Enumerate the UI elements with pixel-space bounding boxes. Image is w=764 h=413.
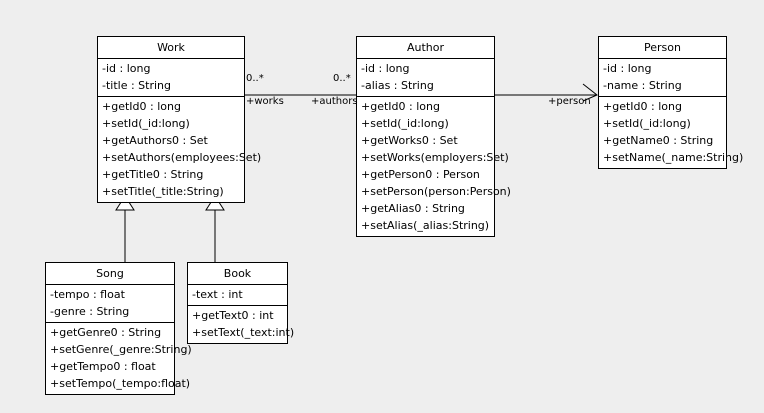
multiplicity-label-author-side: 0..*: [333, 73, 351, 84]
operation-row: +setWorks(employers:Set): [361, 151, 509, 164]
operation-row: +getWorks0 : Set: [361, 134, 458, 147]
operation-row: +getAlias0 : String: [361, 202, 465, 215]
operation-row: +getName0 : String: [603, 134, 714, 147]
class-name-song: Song: [46, 263, 174, 285]
class-box-song[interactable]: Song -tempo : float -genre : String +get…: [45, 262, 192, 395]
operation-row: +getTempo0 : float: [50, 360, 156, 373]
attributes-compartment-author: -id : long -alias : String: [357, 59, 494, 97]
operation-row: +getAuthors0 : Set: [102, 134, 208, 147]
attribute-row: -id : long: [102, 62, 151, 75]
attributes-compartment-song: -tempo : float -genre : String: [46, 285, 174, 323]
operations-compartment-song: +getGenre0 : String +setGenre(_genre:Str…: [46, 323, 192, 394]
operation-row: +setId(_id:long): [361, 117, 449, 130]
operation-row: +getTitle0 : String: [102, 168, 204, 181]
operation-row: +setText(_text:int): [192, 326, 295, 339]
operation-row: +setTitle(_title:String): [102, 185, 224, 198]
operation-row: +getId0 : long: [603, 100, 682, 113]
class-name-book: Book: [188, 263, 287, 285]
role-label-works: +works: [246, 96, 284, 107]
class-box-book[interactable]: Book -text : int +getText0 : int +setTex…: [187, 262, 295, 344]
operation-row: +getGenre0 : String: [50, 326, 162, 339]
attributes-compartment-person: -id : long -name : String: [599, 59, 726, 97]
operation-row: +setAlias(_alias:String): [361, 219, 490, 232]
class-box-author[interactable]: Author -id : long -alias : String +getId…: [356, 36, 511, 237]
operation-row: +setGenre(_genre:String): [50, 343, 192, 356]
role-label-authors: +authors: [311, 96, 358, 107]
operation-row: +setPerson(person:Person): [361, 185, 511, 198]
attribute-row: -genre : String: [50, 305, 130, 318]
operation-row: +setTempo(_tempo:float): [50, 377, 191, 390]
operations-compartment-person: +getId0 : long +setId(_id:long) +getName…: [599, 97, 744, 168]
attributes-compartment-book: -text : int: [188, 285, 287, 306]
attribute-row: -id : long: [361, 62, 410, 75]
operation-row: +setName(_name:String): [603, 151, 744, 164]
operation-row: +setId(_id:long): [603, 117, 691, 130]
role-label-person: +person: [548, 96, 591, 107]
attributes-compartment-work: -id : long -title : String: [98, 59, 244, 97]
class-name-person: Person: [599, 37, 726, 59]
operation-row: +getText0 : int: [192, 309, 274, 322]
operations-compartment-author: +getId0 : long +setId(_id:long) +getWork…: [357, 97, 511, 236]
attribute-row: -tempo : float: [50, 288, 125, 301]
class-name-author: Author: [357, 37, 494, 59]
attribute-row: -id : long: [603, 62, 652, 75]
operations-compartment-work: +getId0 : long +setId(_id:long) +getAuth…: [98, 97, 262, 202]
operations-compartment-book: +getText0 : int +setText(_text:int): [188, 306, 295, 343]
operation-row: +getPerson0 : Person: [361, 168, 480, 181]
attribute-row: -text : int: [192, 288, 243, 301]
class-name-work: Work: [98, 37, 244, 59]
operation-row: +getId0 : long: [361, 100, 440, 113]
operation-row: +setId(_id:long): [102, 117, 190, 130]
attribute-row: -title : String: [102, 79, 172, 92]
class-box-person[interactable]: Person -id : long -name : String +getId0…: [598, 36, 744, 169]
operation-row: +getId0 : long: [102, 100, 181, 113]
class-box-work[interactable]: Work -id : long -title : String +getId0 …: [97, 36, 262, 203]
operation-row: +setAuthors(employees:Set): [102, 151, 262, 164]
attribute-row: -name : String: [603, 79, 682, 92]
multiplicity-label-work-side: 0..*: [246, 73, 264, 84]
attribute-row: -alias : String: [361, 79, 434, 92]
